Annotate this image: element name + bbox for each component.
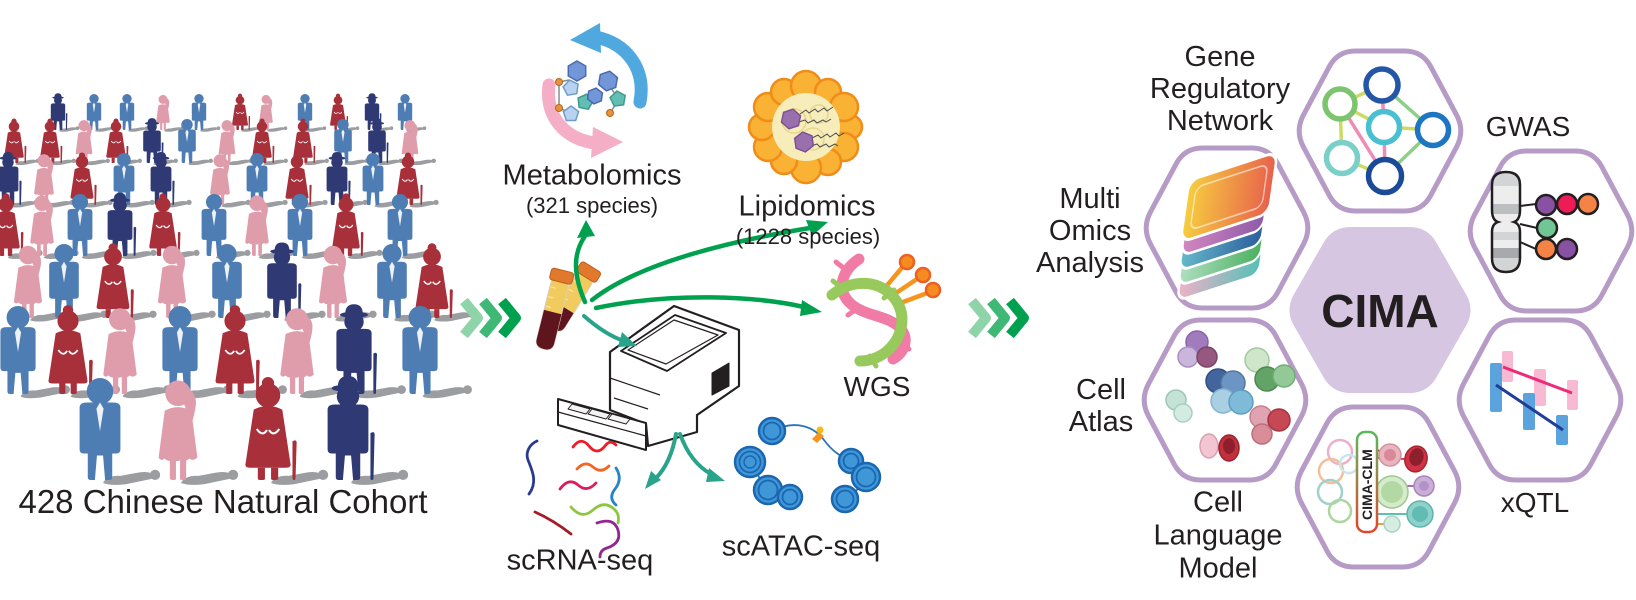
flow-chevrons-left-icon — [460, 297, 521, 339]
flow-chevrons-right-icon — [968, 297, 1029, 339]
multiomics-label: Multi Omics Analysis — [1036, 183, 1144, 279]
clm-brain-icon: CIMA-CLM — [1316, 430, 1435, 534]
grn-network-icon — [1322, 66, 1452, 196]
clm-label: Cell Language Model — [1153, 486, 1283, 585]
hexagon-cima-center — [1289, 227, 1471, 393]
lipidomics-label: Lipidomics — [738, 190, 876, 223]
metabolomics-label: Metabolomics — [502, 159, 682, 192]
arrowhead — [577, 220, 595, 238]
arrowhead — [706, 468, 725, 482]
arrow-to-metabolomics — [573, 233, 588, 305]
scatac-nucleosomes-icon — [733, 416, 882, 514]
metabolomics-icon — [542, 23, 648, 158]
wgs-dna-icon — [826, 253, 942, 369]
scrna-strands-icon — [525, 439, 621, 559]
lipidomics-icon — [747, 69, 864, 185]
gwas-chromosome-icon — [1490, 170, 1600, 274]
cima-center-label: CIMA — [1321, 285, 1439, 337]
cellatlas-label: Cell Atlas — [1068, 374, 1134, 438]
arrow-to-scrna — [654, 432, 678, 480]
grn-label: Gene Regulatory Network — [1149, 41, 1291, 137]
arrow-to-lipidomics — [589, 225, 813, 303]
gwas-label: GWAS — [1485, 111, 1571, 142]
sequencer-icon — [557, 304, 741, 451]
arrow-to-sequencer — [582, 314, 626, 343]
arrow-to-scatac — [678, 432, 713, 476]
arrowhead — [645, 471, 661, 489]
multiomics-stack-icon — [1177, 153, 1278, 300]
blood-tubes-icon — [535, 261, 602, 351]
cohort-crowd-illustration — [0, 93, 476, 485]
arrowhead — [806, 220, 828, 236]
wgs-label: WGS — [843, 371, 911, 402]
scrna-label: scRNA-seq — [506, 544, 654, 577]
scatac-label: scATAC-seq — [721, 530, 881, 563]
cohort-caption: 428 Chinese Natural Cohort — [18, 483, 428, 520]
flow-arrows — [573, 220, 828, 489]
clm-badge-text: CIMA-CLM — [1359, 449, 1375, 520]
arrowhead — [618, 332, 637, 347]
cellatlas-cells-icon — [1165, 330, 1296, 462]
arrowhead — [800, 300, 822, 316]
xqtl-bars-icon — [1490, 351, 1578, 445]
arrow-to-wgs — [593, 295, 807, 311]
xqtl-label: xQTL — [1500, 487, 1570, 518]
lipidomics-sublabel: (1228 species) — [735, 224, 881, 249]
metabolomics-sublabel: (321 species) — [525, 193, 659, 218]
